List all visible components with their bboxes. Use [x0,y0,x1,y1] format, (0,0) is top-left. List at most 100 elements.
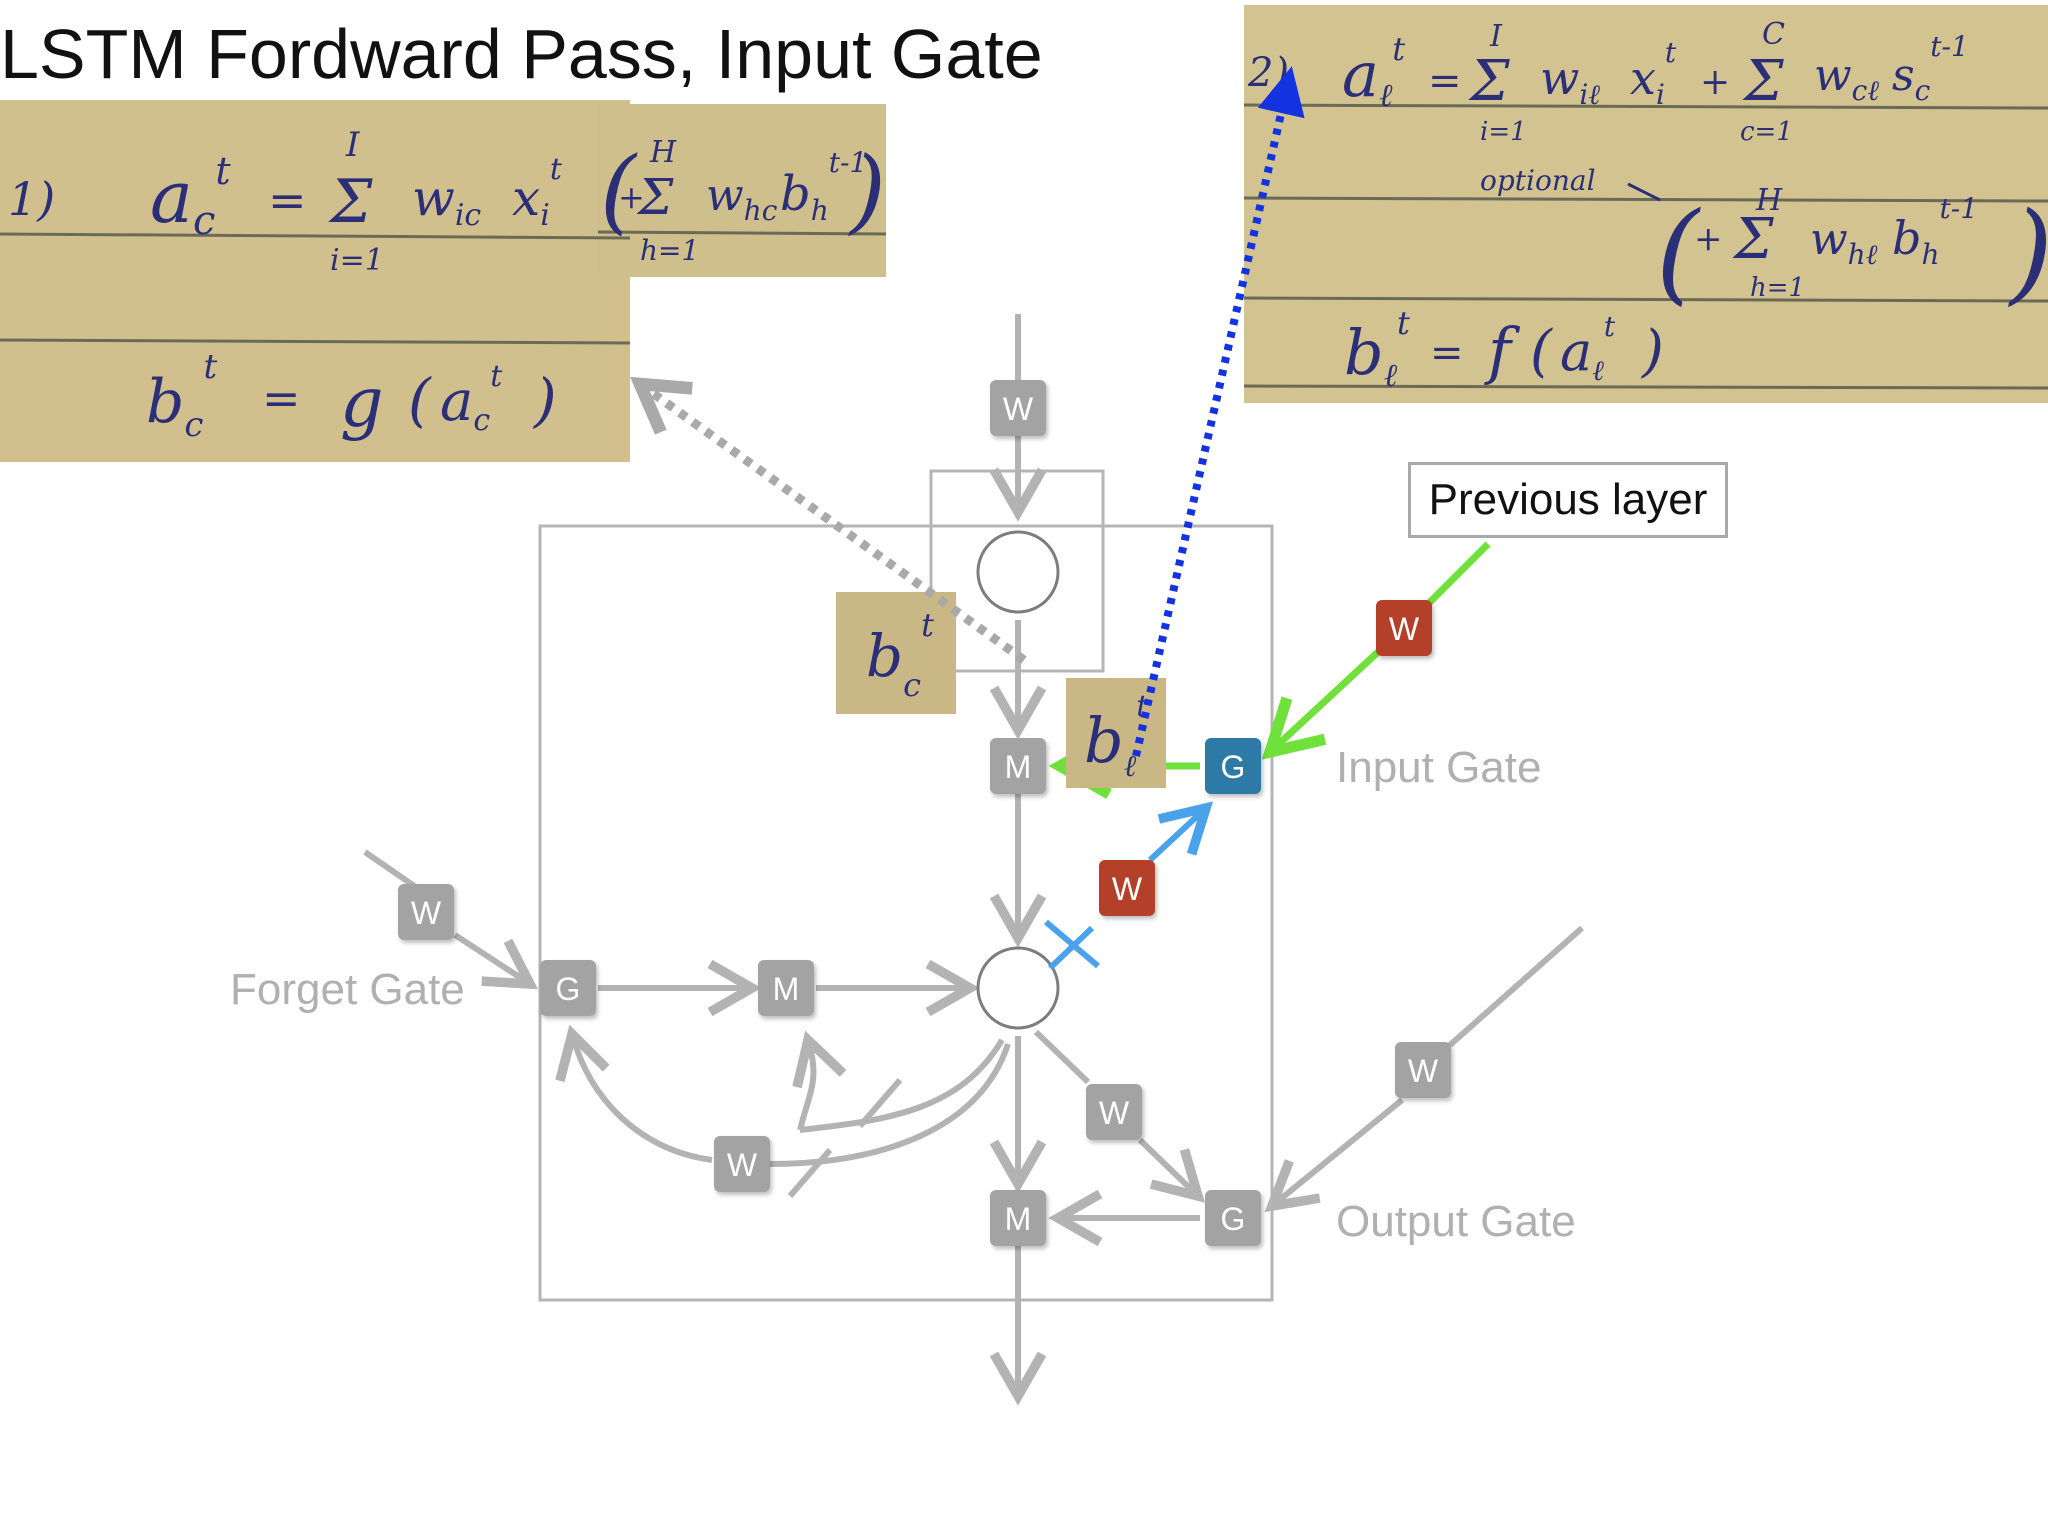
equation-1-panel: 1) act = Σ I i=1 wic xit ( + Σ H h=1 whc… [0,100,887,462]
sum-lower: c=1 [1740,117,1793,147]
node-label-g: G [1221,749,1246,785]
paren-close: ) [532,366,557,434]
b-l-patch: bℓt [1066,678,1166,788]
sum-symbol: Σ [636,168,674,226]
node-labels: W M G W W W G M W W W G M [411,391,1439,1237]
paren-open: ( [408,366,432,434]
output-gate-node [1205,1190,1261,1246]
input-gate-label: Input Gate [1336,743,1541,792]
sum-symbol: Σ [1732,207,1774,272]
curve-arrow-to-m [792,1030,847,1131]
weight-node-forget [398,884,454,940]
equals: = [262,371,301,425]
previous-layer-label: Previous layer [1428,475,1708,524]
node-label-w: W [1112,871,1143,907]
memory-block-box [538,524,1274,1302]
optional-label: optional [1480,164,1596,197]
cut-mark [1044,919,1100,969]
node-label-w: W [411,895,442,931]
previous-layer-box: Previous layer [1408,462,1728,538]
curve-cell-to-w [769,1043,1011,1167]
nodes [398,380,1451,1246]
paren-close: ) [848,137,886,244]
ruled-line [597,230,887,236]
node-label-w: W [1099,1095,1130,1131]
node-label-w: W [1408,1053,1439,1089]
curve-cell-to-forget-m [799,1038,1005,1133]
arrow-peephole-output [1137,1137,1205,1203]
arrow-to-forget-gate [453,932,539,990]
sum-upper: H [1755,183,1783,218]
node-label-m: M [1005,1201,1032,1237]
paper-patch [1066,678,1166,788]
paren-open: ( [1530,319,1553,384]
ruled-line [1243,296,2048,303]
func-g: g [340,364,384,443]
b-c-patch: bct [836,592,956,714]
paper-patch [836,592,956,714]
node-label-m: M [1005,749,1032,785]
node-label-m: M [773,971,800,1007]
sum-lower: h=1 [1750,273,1805,303]
input-gate-node [1205,738,1261,794]
paper-background [0,100,630,462]
optional-arrow [1627,182,1661,202]
sum-symbol: Σ [1742,49,1784,114]
peephole-input [1044,801,1214,971]
forget-gate-node [540,960,596,1016]
sum-symbol: Σ [328,167,373,237]
ruled-line [0,232,631,240]
cell-state-node [976,946,1060,1030]
node-label-w: W [1003,391,1034,427]
sum-symbol: Σ [1468,49,1510,114]
sum-upper: H [649,135,677,170]
output-gate-label: Output Gate [1336,1197,1576,1246]
cut-mark [857,1078,903,1128]
forget-input-line [363,849,422,893]
multiply-node-input [990,738,1046,794]
sum-upper: C [1762,17,1785,52]
ruled-line [1243,196,2048,203]
forget-gate-label: Forget Gate [230,965,465,1014]
equation-number: 1) [8,172,55,226]
sum-lower: h=1 [640,234,699,267]
ruled-line [1243,103,2048,110]
peephole-line [1047,925,1095,971]
arrow-peephole-input [1147,801,1214,863]
equation-number: 2) [1247,50,1289,96]
sum-lower: i=1 [330,243,384,278]
paren-open: ( [1656,188,1701,316]
ruled-line [0,338,631,345]
peephole-output-line [1033,1029,1091,1085]
weight-node-top [990,380,1046,436]
node-label-w: W [1389,611,1420,647]
node-label-g: G [1221,1201,1246,1237]
plus: + [618,178,645,216]
paren-open: ( [600,137,638,244]
node-label-g: G [556,971,581,1007]
equals: = [1430,330,1464,376]
equation-2-panel: 2) aℓt = Σ I i=1 wiℓ xit + Σ C c=1 wcℓ s… [1243,5,2048,403]
paren-close: ) [2008,188,2048,316]
node-label-w: W [727,1147,758,1183]
multiply-node-output [990,1190,1046,1246]
weight-node-peephole-input [1099,860,1155,916]
multiply-node-forget [758,960,814,1016]
weight-node-output [1395,1042,1451,1098]
output-input-line [1448,925,1584,1048]
cut-mark [787,1148,833,1198]
slide-title: LSTM Fordward Pass, Input Gate [0,15,1043,93]
paper-patch [598,104,886,277]
paren-close: ) [1641,319,1664,384]
sum-lower: i=1 [1480,117,1527,147]
equals: = [268,173,307,227]
sum-upper: I [1489,19,1503,54]
plus: + [1694,219,1723,259]
dotted-arrow-to-equation-1 [630,376,1027,664]
curve-w-to-forget-gate [555,1024,713,1163]
input-squash-node [976,530,1060,614]
equals: = [1428,58,1462,104]
sum-upper: I [345,125,360,165]
gray-connections [363,314,1584,1406]
